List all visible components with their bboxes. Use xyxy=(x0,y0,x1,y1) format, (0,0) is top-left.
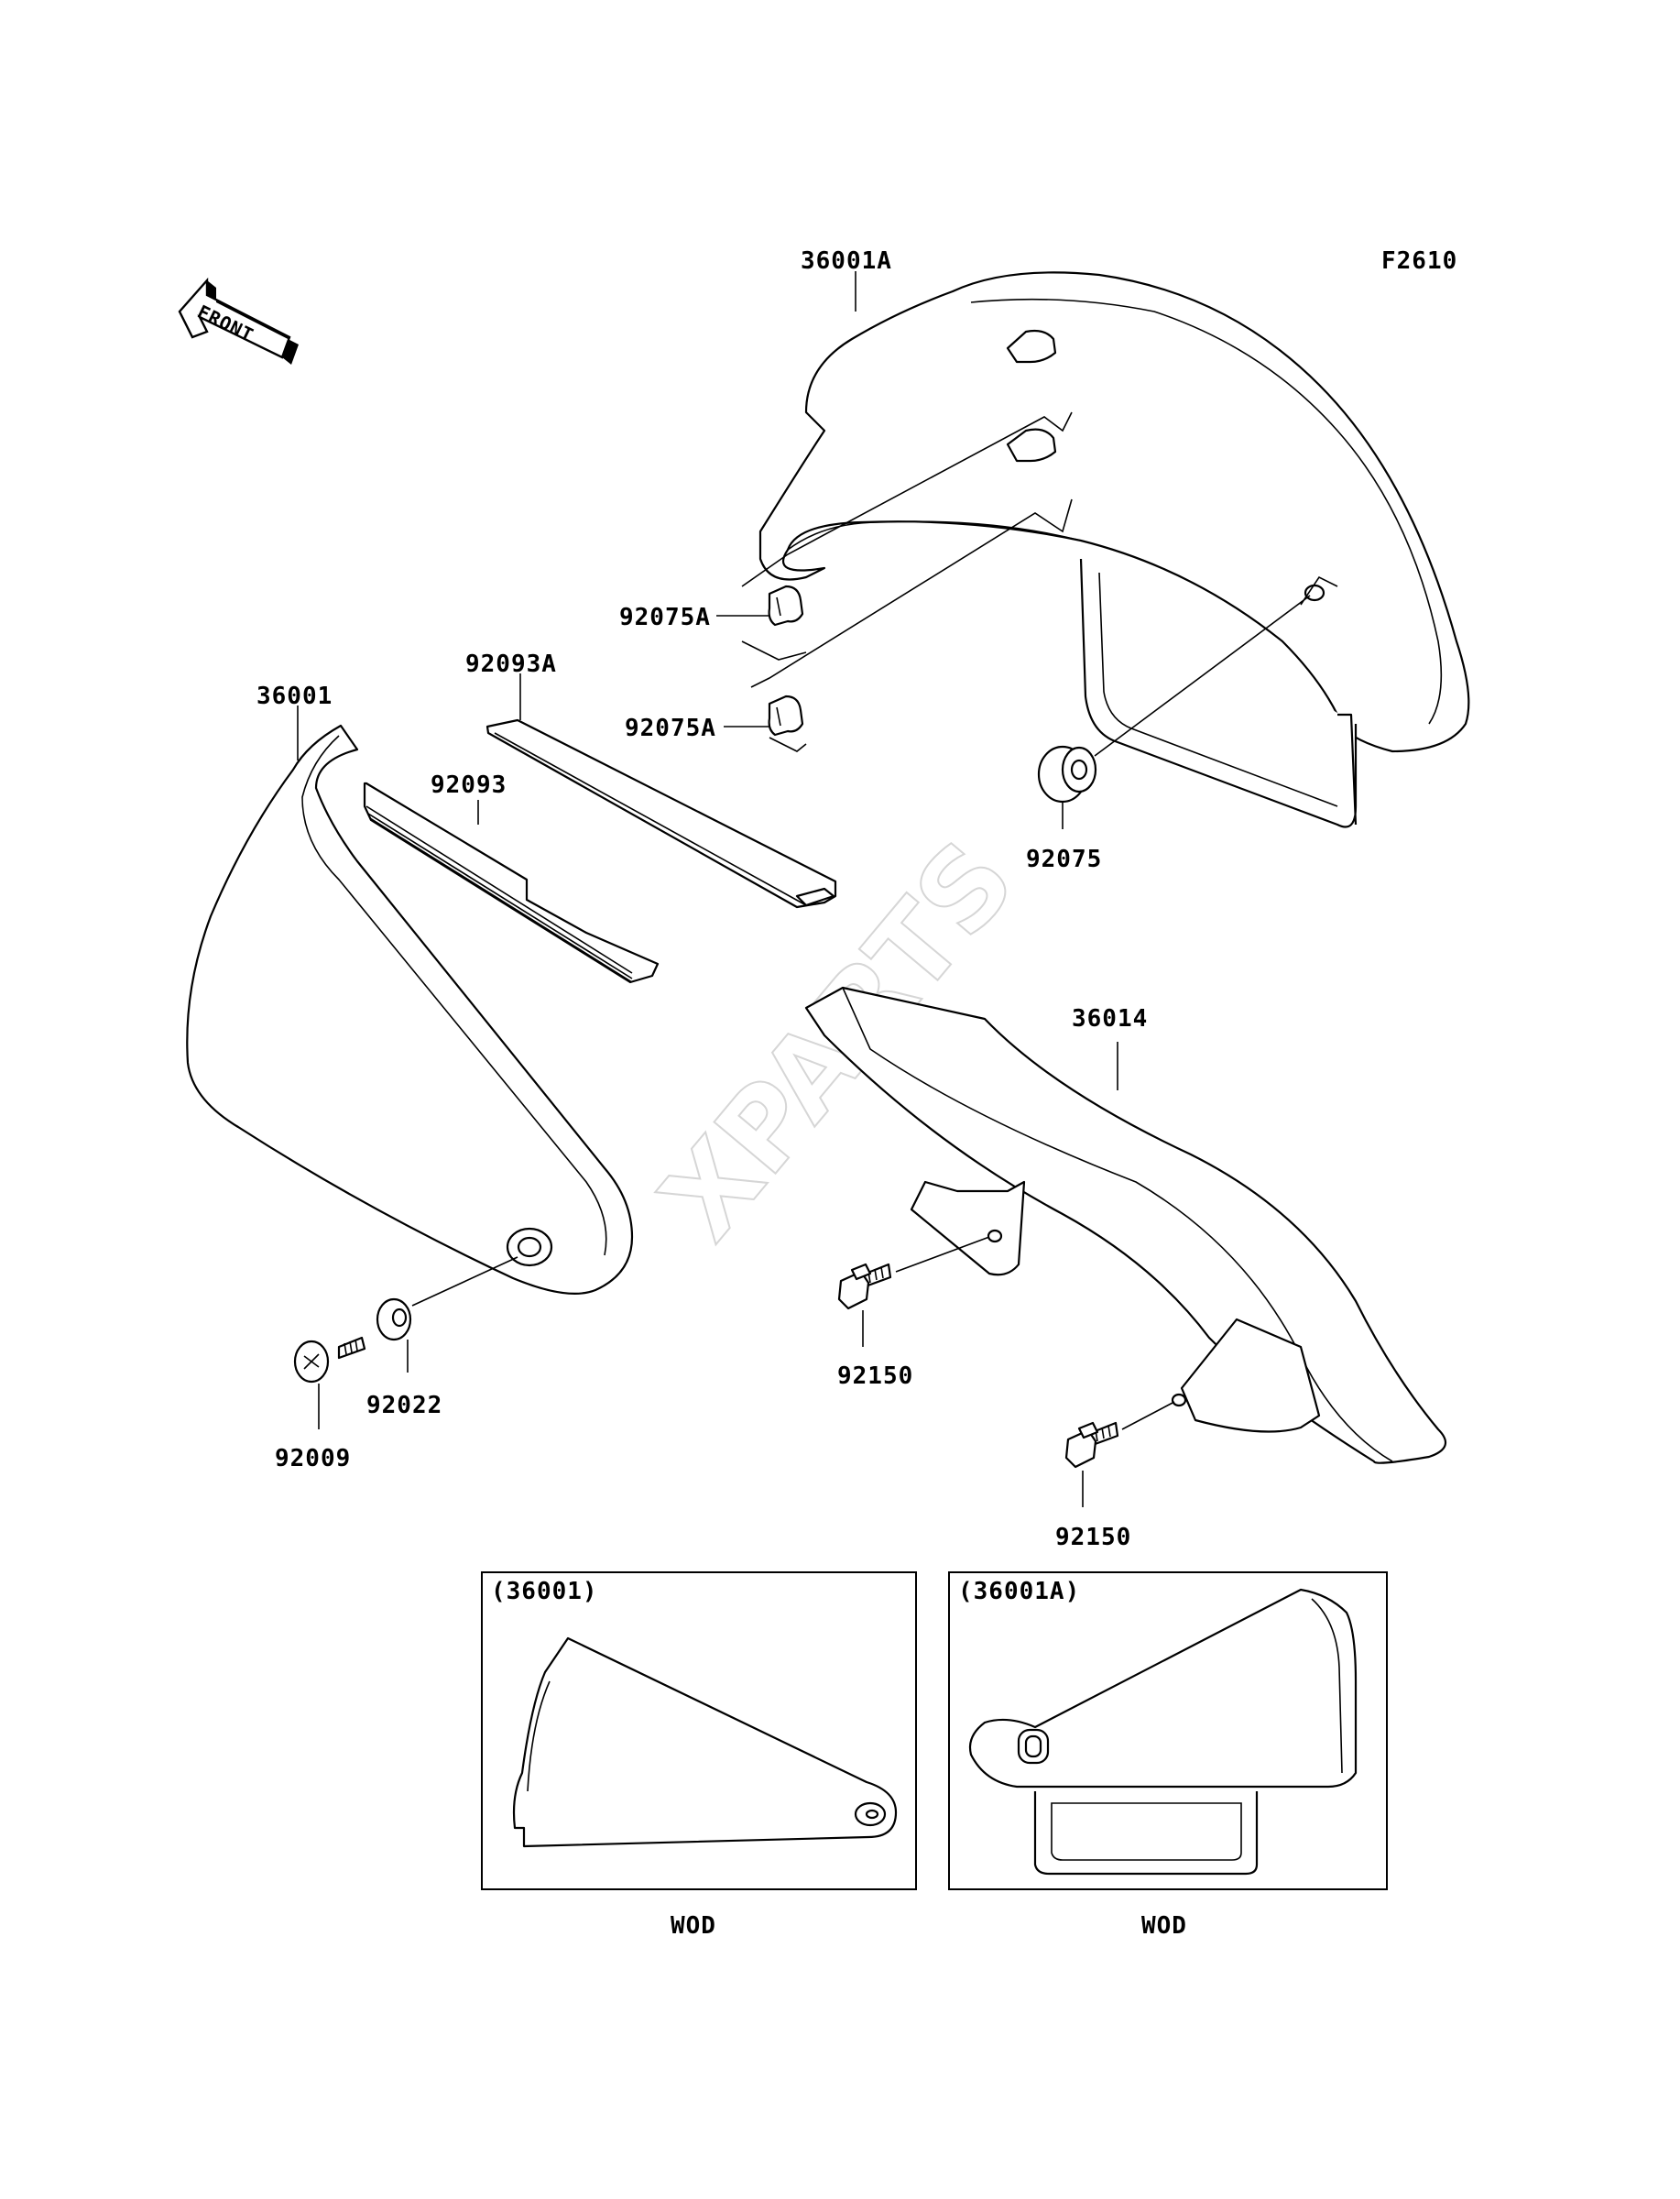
label-92093: 92093 xyxy=(431,771,507,799)
damper-strip-92093 xyxy=(363,782,660,984)
damper-strip-92093A xyxy=(485,718,837,909)
side-cover-right-36001A xyxy=(758,271,1470,828)
side-cover-left-36001 xyxy=(186,724,634,1295)
inset-36001-ref: (36001) xyxy=(491,1578,598,1605)
clip-92075A-lower xyxy=(768,695,804,737)
inset-36001: (36001) xyxy=(481,1571,917,1890)
grommet-92075 xyxy=(1037,745,1097,804)
label-92093A: 92093A xyxy=(465,651,557,678)
inset-36001A-ref: (36001A) xyxy=(958,1578,1080,1605)
front-arrow-icon: FRONT xyxy=(178,277,299,365)
bolt-92150-front xyxy=(837,1263,892,1310)
label-92075A-upper: 92075A xyxy=(619,604,711,631)
label-92075A-lower: 92075A xyxy=(625,715,716,742)
label-92150-rear: 92150 xyxy=(1055,1524,1131,1551)
label-36001A: 36001A xyxy=(801,247,892,275)
label-92075: 92075 xyxy=(1026,846,1102,873)
inset-36001A-caption: WOD xyxy=(1141,1912,1187,1940)
label-36001: 36001 xyxy=(256,683,333,710)
bolt-92150-rear xyxy=(1064,1421,1119,1469)
label-92022: 92022 xyxy=(366,1392,442,1419)
washer-92022 xyxy=(376,1297,412,1341)
chain-guard-36014 xyxy=(804,986,1447,1464)
clip-92075A-upper xyxy=(768,585,804,627)
label-92150-front: 92150 xyxy=(837,1362,913,1390)
screw-92009 xyxy=(293,1336,366,1384)
figure-code: F2610 xyxy=(1381,247,1457,275)
inset-36001A: (36001A) xyxy=(948,1571,1388,1890)
label-92009: 92009 xyxy=(275,1445,351,1472)
label-36014: 36014 xyxy=(1072,1005,1148,1033)
inset-36001-caption: WOD xyxy=(671,1912,716,1940)
